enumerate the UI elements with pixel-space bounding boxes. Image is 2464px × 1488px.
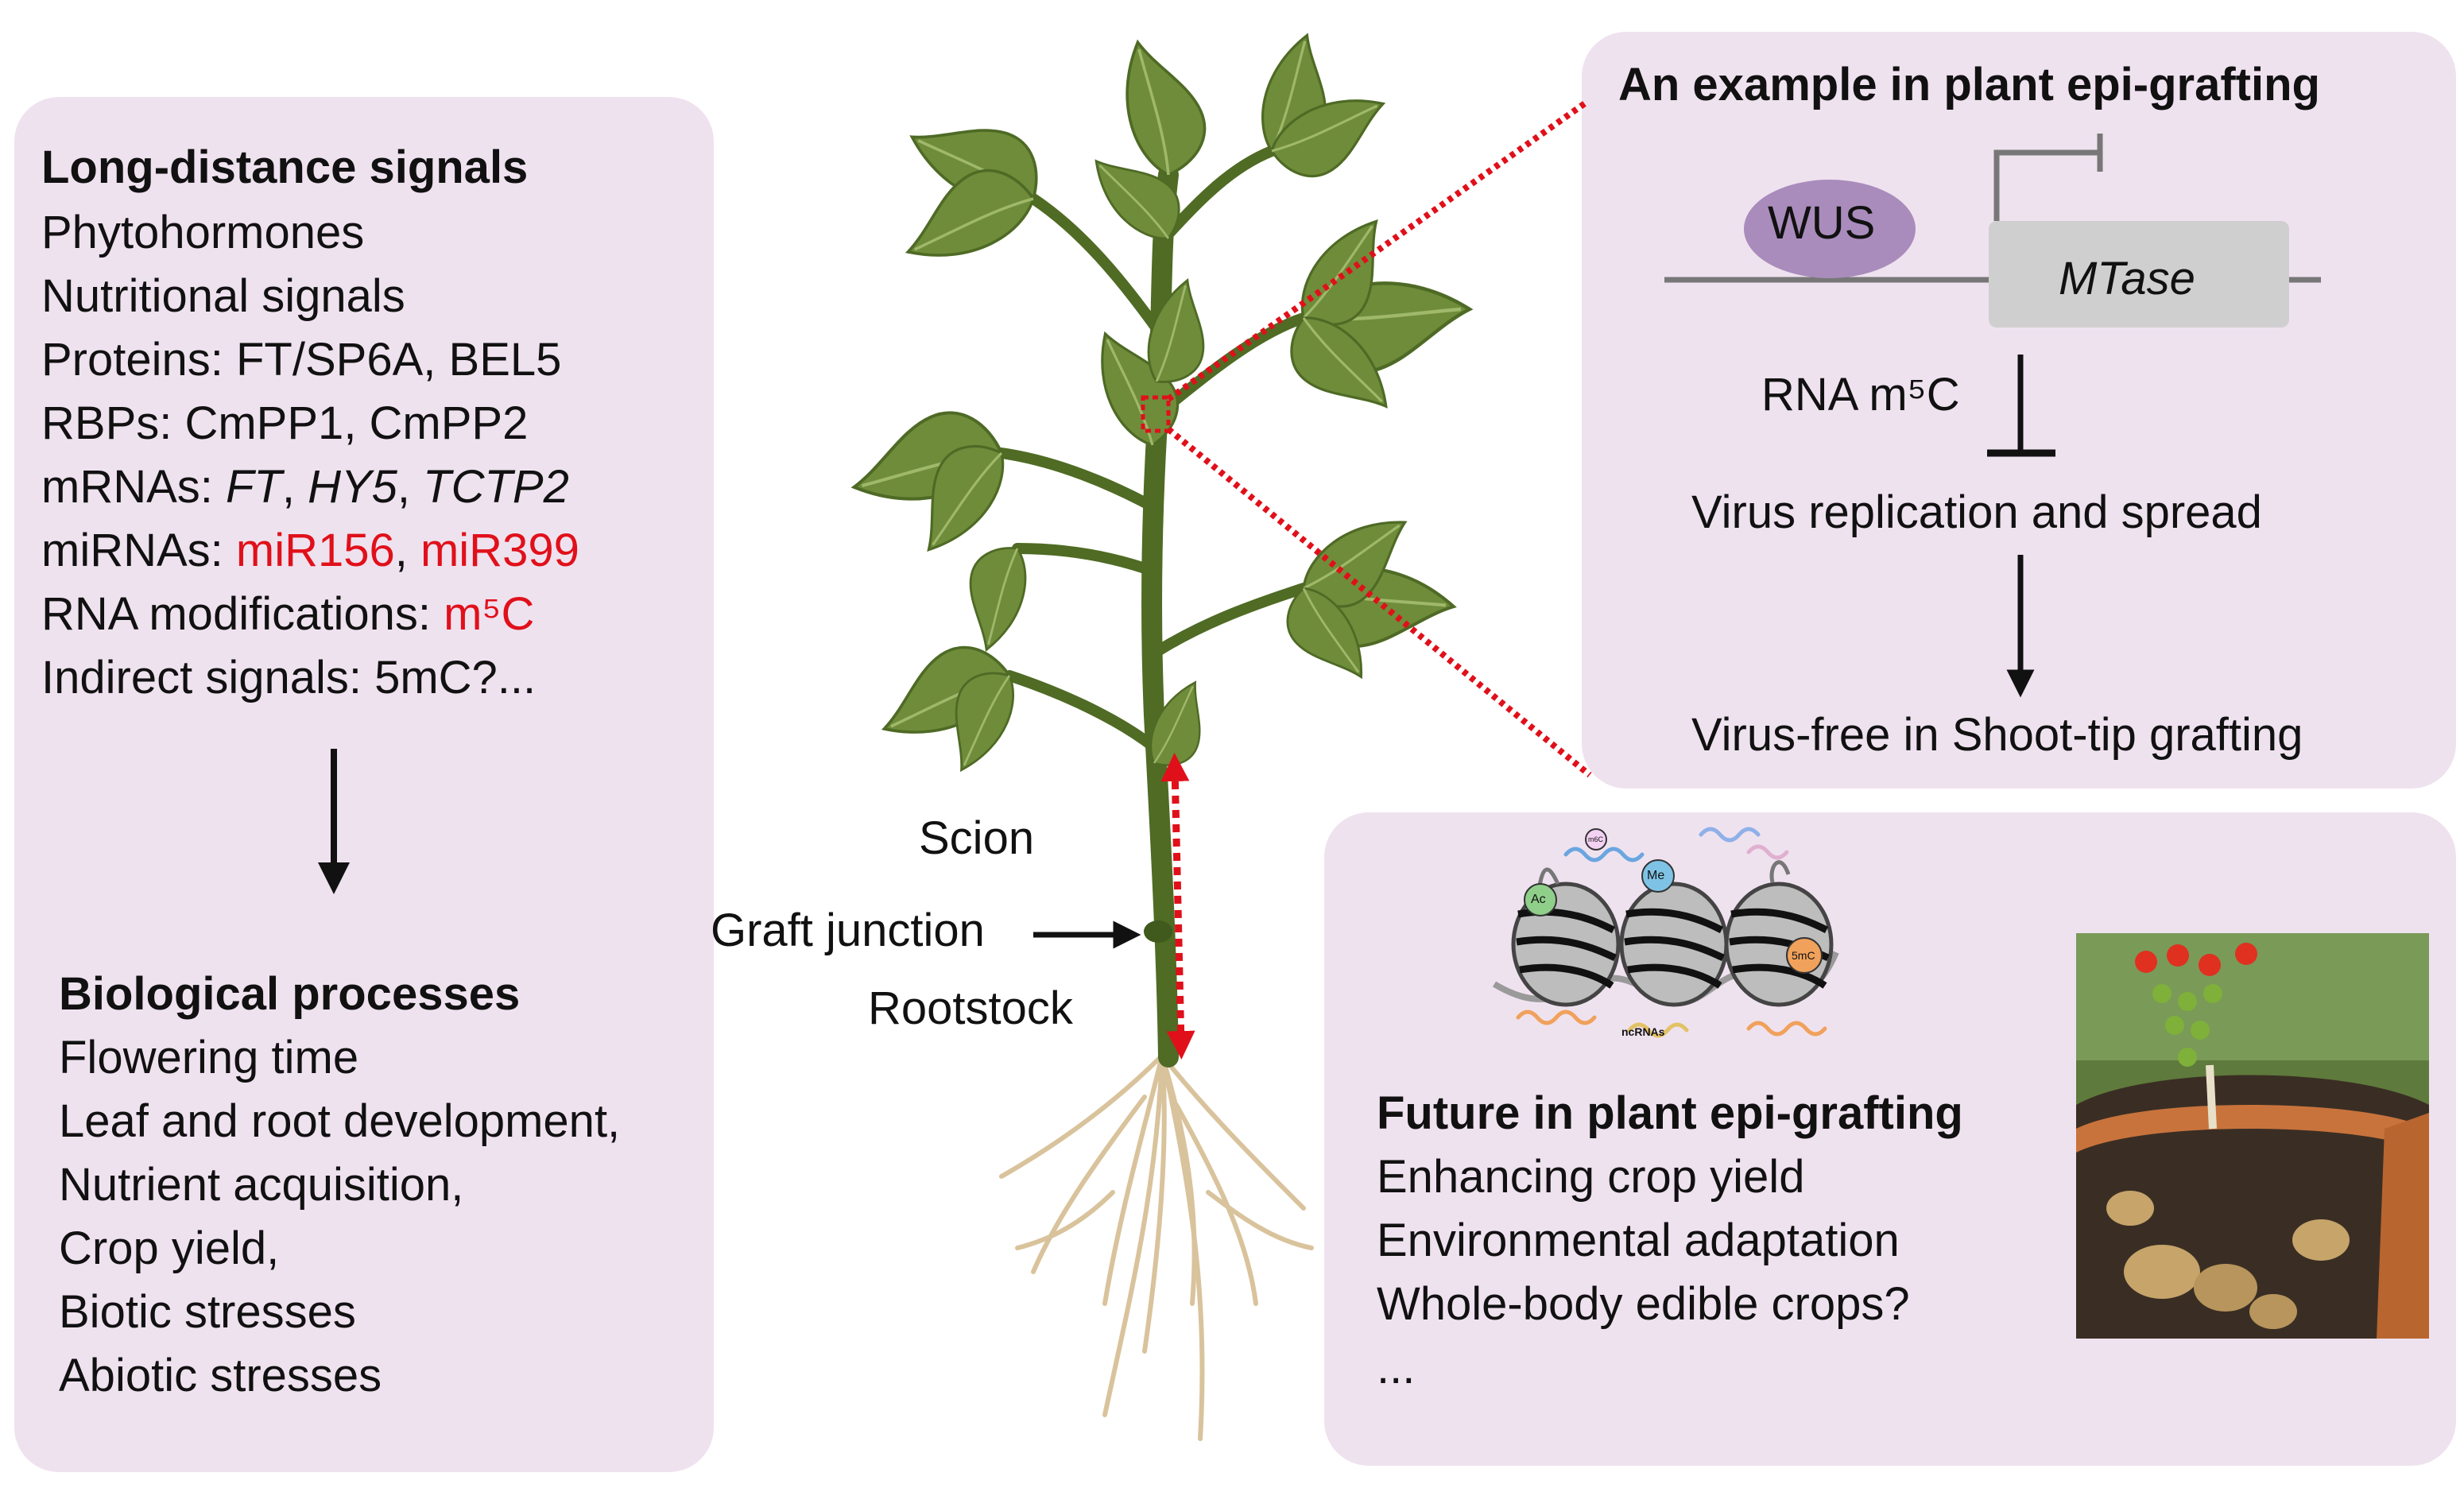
m6c-tag (1585, 828, 1607, 851)
signal-nutritional: Nutritional signals (41, 270, 405, 322)
virus-replication-label: Virus replication and spread (1691, 486, 2262, 538)
mirna-399: miR399 (420, 525, 579, 576)
signal-proteins: Proteins: FT/SP6A, BEL5 (41, 334, 562, 386)
5mc-tag-label: 5mC (1792, 949, 1815, 962)
tomato-plant-illustration (843, 27, 1470, 1441)
mtase-label: MTase (2059, 253, 2195, 304)
nucleosome-illustration (1492, 827, 1839, 1038)
mirnas-prefix: miRNAs: (41, 525, 236, 576)
gene-regulation-diagram (1664, 134, 2321, 698)
rna-m5c-label: RNA m⁵C (1761, 369, 1960, 420)
mrnas-prefix: mRNAs: (41, 461, 226, 513)
biological-processes-title: Biological processes (59, 968, 521, 1020)
rnamod-prefix: RNA modifications: (41, 588, 444, 640)
branches (996, 145, 1309, 753)
future-epi-grafting-title: Future in plant epi-grafting (1377, 1087, 1963, 1139)
process-item: Leaf and root development, (59, 1095, 621, 1147)
mrna-tctp2: TCTP2 (423, 461, 569, 513)
process-item: Crop yield, (59, 1223, 280, 1274)
epi-grafting-example-title: An example in plant epi-grafting (1618, 59, 2320, 110)
m6c-tag-label: m6C (1588, 835, 1604, 843)
long-distance-transport-arrow (1160, 753, 1195, 1060)
5mc-tag (1786, 937, 1823, 974)
mrna-separator-1: , (281, 461, 308, 513)
virus-free-label: Virus-free in Shoot-tip grafting (1691, 709, 2303, 761)
mrna-ft: FT (226, 461, 282, 513)
me-tag-label: Me (1647, 869, 1665, 882)
future-item: Environmental adaptation (1377, 1215, 1900, 1266)
left-panel (14, 97, 714, 1472)
mirna-156: miR156 (235, 525, 395, 576)
signal-mrnas: mRNAs: FT, HY5, TCTP2 (41, 459, 569, 515)
ncrna-squiggles (1516, 827, 1827, 1038)
ac-tag-label: Ac (1531, 893, 1546, 906)
promoter-activation-arrow (1993, 149, 2098, 221)
future-item: Enhancing crop yield (1377, 1151, 1805, 1203)
signal-phytohormones: Phytohormones (41, 207, 365, 258)
signal-rna-modifications: RNA modifications: m⁵C (41, 587, 534, 642)
long-distance-signals-title: Long-distance signals (41, 141, 529, 193)
process-item: Biotic stresses (59, 1286, 356, 1338)
future-item: ... (1377, 1342, 1416, 1393)
zoom-region-box (1141, 395, 1171, 433)
mrna-hy5: HY5 (308, 461, 397, 513)
ncrnas-label: ncRNAs (1621, 1025, 1665, 1038)
me-tag (1641, 859, 1675, 893)
graft-junction-node (1144, 920, 1172, 943)
future-item: Whole-body edible crops? (1377, 1278, 1910, 1330)
graft-junction-label: Graft junction (711, 905, 985, 956)
process-item: Abiotic stresses (59, 1350, 382, 1401)
signal-indirect: Indirect signals: 5mC?... (41, 652, 537, 703)
wus-protein (1744, 180, 1916, 278)
root-system (999, 1053, 1314, 1441)
ac-tag (1524, 883, 1557, 916)
rnamod-m5c: m⁵C (444, 588, 535, 640)
tomtato-photo (2076, 933, 2429, 1339)
nucleosome-2 (1619, 882, 1729, 1007)
wus-label: WUS (1768, 197, 1876, 249)
scion-label: Scion (919, 812, 1035, 864)
signal-mirnas: miRNAs: miR156, miR399 (41, 523, 579, 579)
mtase-gene-box (1989, 221, 2289, 327)
mirna-separator: , (394, 525, 420, 576)
signal-rbps: RBPs: CmPP1, CmPP2 (41, 397, 529, 449)
process-item: Flowering time (59, 1032, 359, 1083)
rootstock-label: Rootstock (868, 982, 1073, 1034)
mrna-separator-2: , (397, 461, 424, 513)
process-item: Nutrient acquisition, (59, 1159, 464, 1211)
